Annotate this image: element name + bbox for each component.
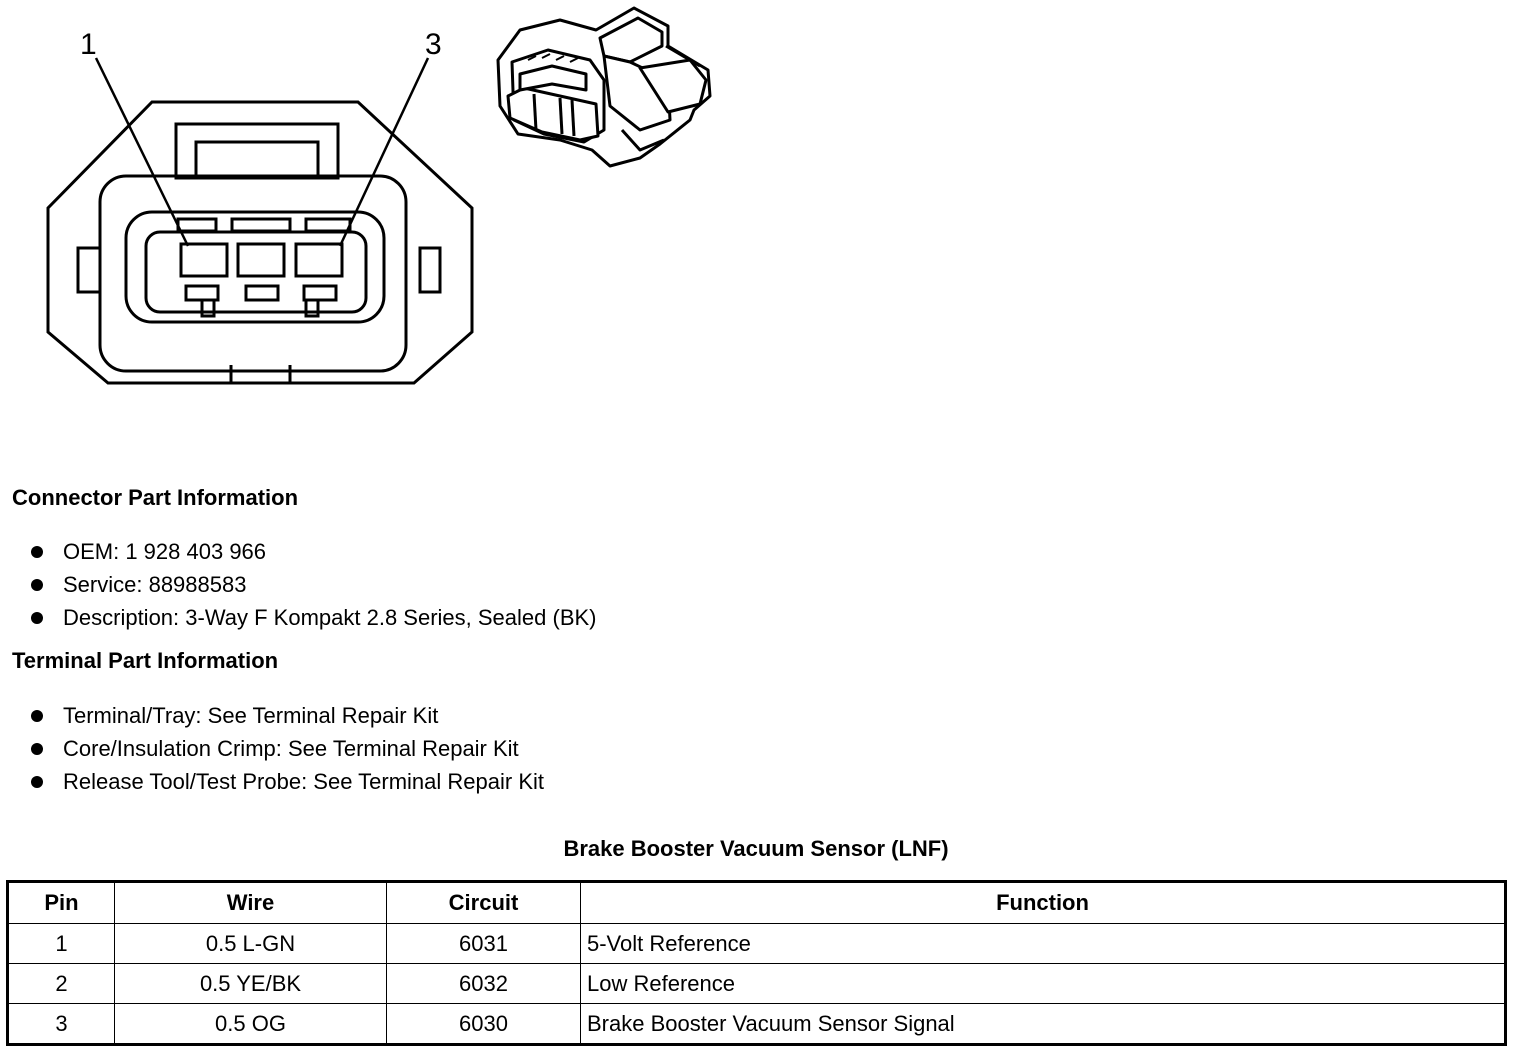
circuit-cell: 6030 [386,1003,581,1045]
table-header-row: Pin Wire Circuit Function [7,881,1506,924]
bullet-icon [31,742,43,755]
bullet-icon [31,775,43,788]
list-item: Service: 88988583 [28,568,597,601]
wire-cell: 0.5 YE/BK [114,963,387,1004]
bullet-icon [31,545,43,558]
table-row: 1 0.5 L-GN 6031 5-Volt Reference [7,923,1506,964]
column-header-pin: Pin [7,881,115,924]
pin-cell: 1 [7,923,115,964]
leader-line-pin-3 [338,57,430,247]
circuit-cell: 6032 [386,963,581,1004]
connector-face-diagram [46,6,712,385]
pin-cell: 2 [7,963,115,1004]
pin-cell: 3 [7,1003,115,1045]
pin-label-1: 1 [80,28,97,61]
pin-label-3: 3 [425,28,442,61]
wire-cell: 0.5 OG [114,1003,387,1045]
table-row: 3 0.5 OG 6030 Brake Booster Vacuum Senso… [7,1003,1506,1045]
table-row: 2 0.5 YE/BK 6032 Low Reference [7,963,1506,1004]
list-item: Terminal/Tray: See Terminal Repair Kit [28,699,544,732]
list-item: Description: 3-Way F Kompakt 2.8 Series,… [28,601,597,634]
terminal-part-info-list: Terminal/Tray: See Terminal Repair Kit C… [28,699,544,798]
list-item: OEM: 1 928 403 966 [28,535,597,568]
circuit-cell: 6031 [386,923,581,964]
list-item: Release Tool/Test Probe: See Terminal Re… [28,765,544,798]
connector-body [98,174,408,373]
connector-part-info-list: OEM: 1 928 403 966 Service: 88988583 Des… [28,535,597,634]
connector-part-info-heading: Connector Part Information [12,485,299,510]
wire-cell: 0.5 L-GN [114,923,387,964]
leader-line-pin-1 [94,57,190,247]
pin-cavity-1 [179,242,229,278]
connector-latch [174,122,340,180]
connector-housing-outline [46,100,474,385]
list-item: Core/Insulation Crimp: See Terminal Repa… [28,732,544,765]
column-header-function: Function [580,881,1506,924]
pinout-table: Pin Wire Circuit Function 1 0.5 L-GN 603… [6,880,1507,1046]
function-cell: 5-Volt Reference [580,923,1506,964]
connector-side-tab-right [418,246,442,294]
bullet-icon [31,709,43,722]
function-cell: Brake Booster Vacuum Sensor Signal [580,1003,1506,1045]
connector-3d-illustration [496,6,712,168]
bullet-icon [31,611,43,624]
function-cell: Low Reference [580,963,1506,1004]
terminal-part-info-heading: Terminal Part Information [12,648,279,673]
column-header-circuit: Circuit [386,881,581,924]
pinout-table-title: Brake Booster Vacuum Sensor (LNF) [563,836,949,861]
pin-cavity-3 [294,242,344,278]
connector-side-tab-left [76,246,102,294]
bullet-icon [31,578,43,591]
column-header-wire: Wire [114,881,387,924]
pin-cavity-2 [236,242,286,278]
